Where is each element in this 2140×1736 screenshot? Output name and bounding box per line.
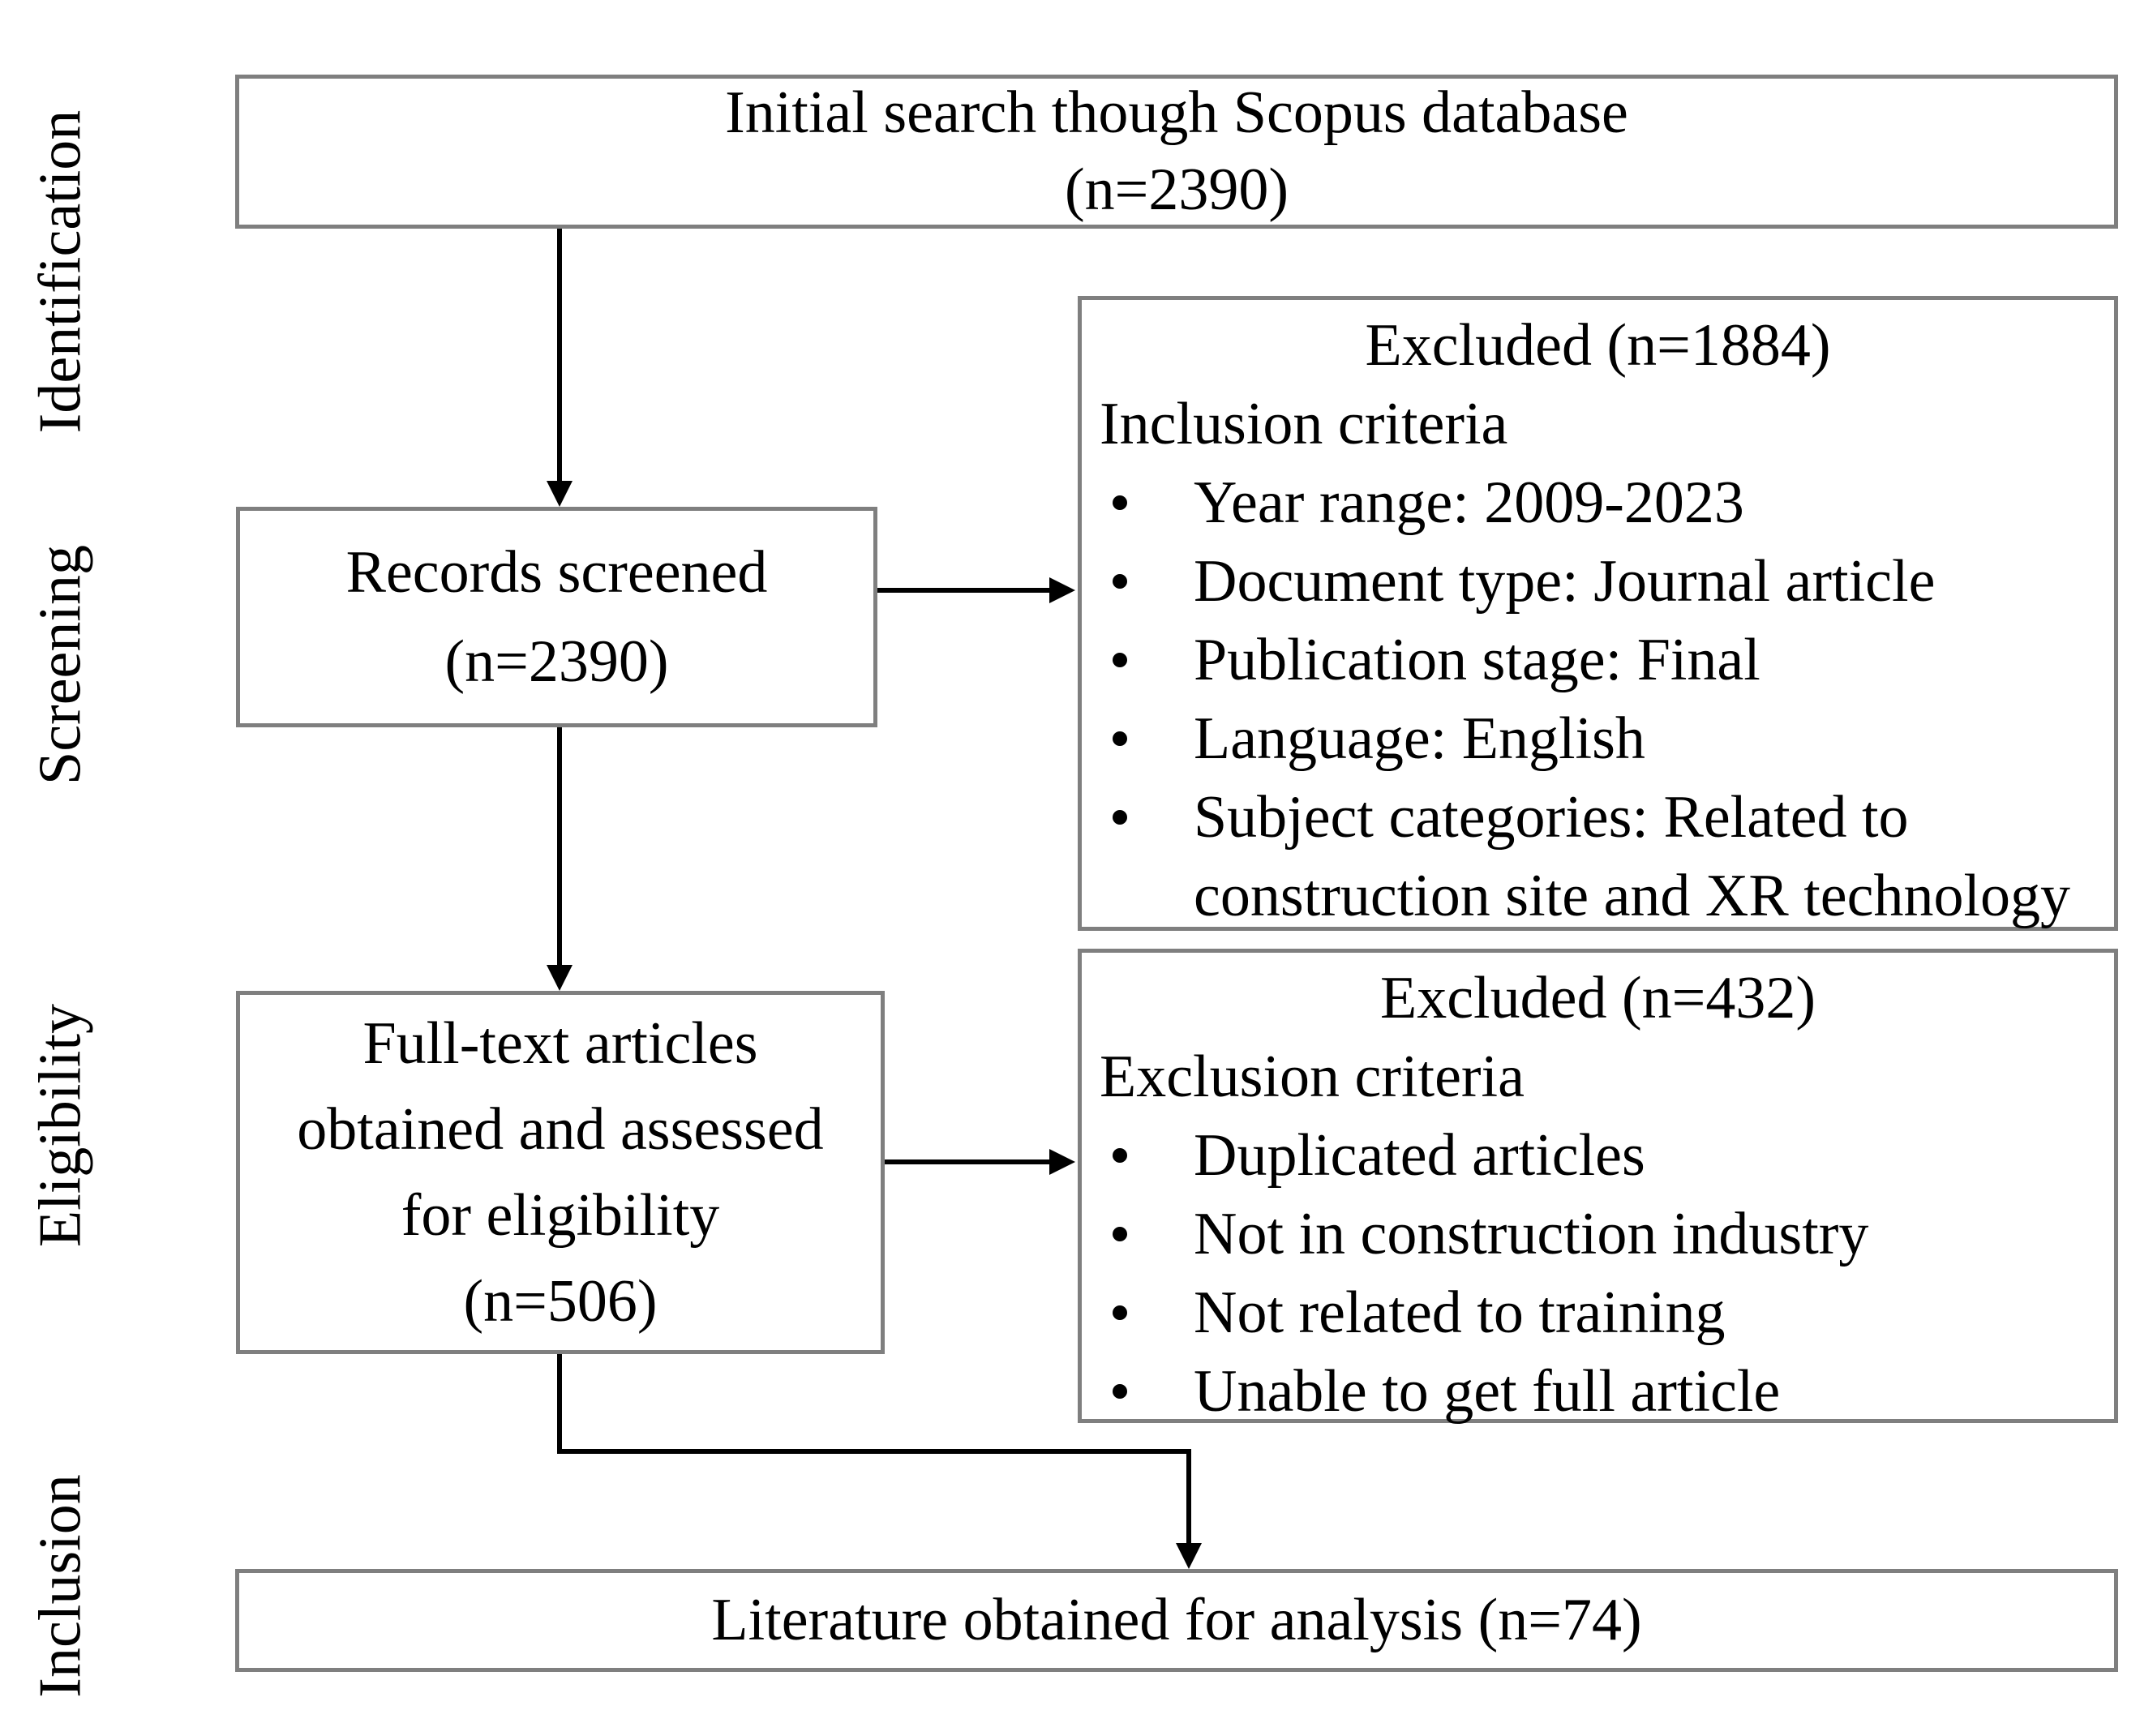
excluded-eligibility-heading: Exclusion criteria	[1100, 1044, 1525, 1110]
criteria-item: Not related to training	[1082, 1274, 2114, 1352]
arrow-records-to-excluded-line	[877, 588, 1049, 593]
arrow-records-to-fulltext-head	[547, 965, 573, 991]
arrow-fulltext-to-final-segment2	[557, 1449, 1191, 1454]
exclusion-criteria-list: Duplicated articles Not in construction …	[1082, 1117, 2114, 1431]
arrow-records-to-fulltext-line	[557, 727, 562, 965]
criteria-item: Year range: 2009-2023	[1082, 464, 2114, 542]
criteria-item: Language: English	[1082, 700, 2114, 778]
box-fulltext-line2: obtained and assessed	[297, 1096, 824, 1163]
box-records-screened: Records screened (n=2390)	[236, 507, 877, 727]
box-literature-final-line1: Literature obtained for analysis (n=74)	[711, 1587, 1642, 1653]
arrow-initial-to-records-head	[547, 481, 573, 507]
criteria-item: Unable to get full article	[1082, 1352, 2114, 1431]
box-fulltext-count: (n=506)	[463, 1268, 658, 1335]
box-excluded-eligibility: Excluded (n=432) Exclusion criteria Dupl…	[1078, 949, 2118, 1425]
box-records-screened-line1: Records screened	[345, 539, 768, 606]
inclusion-criteria-list: Year range: 2009-2023 Document type: Jou…	[1082, 464, 2114, 936]
arrow-fulltext-to-excluded-line	[885, 1159, 1049, 1164]
arrow-fulltext-to-final-segment3	[1186, 1449, 1191, 1543]
excluded-screening-title: Excluded (n=1884)	[1365, 312, 1831, 379]
criteria-item: Not in construction industry	[1082, 1195, 2114, 1274]
excluded-eligibility-title: Excluded (n=432)	[1380, 965, 1816, 1031]
box-excluded-screening: Excluded (n=1884) Inclusion criteria Yea…	[1078, 296, 2118, 931]
arrow-fulltext-to-final-segment1	[557, 1354, 562, 1454]
box-records-screened-count: (n=2390)	[444, 628, 669, 695]
stage-label-inclusion: Inclusion	[27, 1474, 94, 1698]
arrow-fulltext-to-final-head	[1176, 1543, 1202, 1569]
box-initial-search: Initial search though Scopus database (n…	[235, 75, 2118, 229]
excluded-screening-heading: Inclusion criteria	[1100, 391, 1508, 457]
box-initial-search-count: (n=2390)	[1064, 156, 1289, 223]
stage-label-screening: Screening	[27, 545, 94, 785]
criteria-item: Document type: Journal article	[1082, 542, 2114, 621]
stage-label-identification: Identification	[27, 109, 94, 434]
arrow-fulltext-to-excluded-head	[1049, 1149, 1075, 1175]
box-fulltext-line3: for eligibility	[401, 1182, 720, 1249]
arrow-records-to-excluded-head	[1049, 577, 1075, 603]
box-fulltext-line1: Full-text articles	[362, 1010, 758, 1077]
box-literature-final: Literature obtained for analysis (n=74)	[235, 1569, 2118, 1672]
criteria-item: Publication stage: Final	[1082, 621, 2114, 700]
criteria-item: Duplicated articles	[1082, 1117, 2114, 1195]
box-initial-search-line1: Initial search though Scopus database	[725, 79, 1628, 146]
stage-label-eligibility: Eligibility	[27, 1003, 94, 1248]
criteria-item: Subject categories: Related to construct…	[1082, 778, 2114, 936]
arrow-initial-to-records-line	[557, 229, 562, 483]
box-fulltext-eligibility: Full-text articles obtained and assessed…	[236, 991, 885, 1354]
